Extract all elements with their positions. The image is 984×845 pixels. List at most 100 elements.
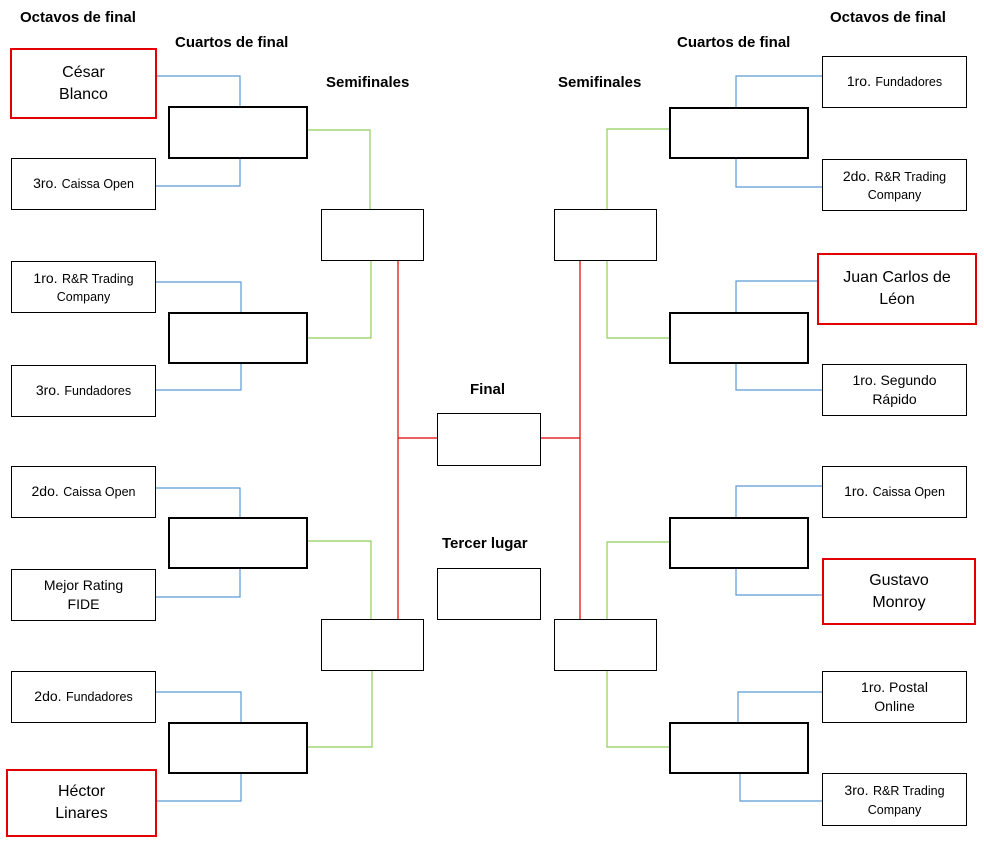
- octavos-right-3: Juan Carlos de Léon: [817, 253, 977, 325]
- cuartos-left-slot-1: [168, 106, 308, 159]
- tournament-name: Fundadores: [64, 384, 132, 399]
- tournament-name-line2: Company: [867, 188, 922, 203]
- player-name: Héctor: [57, 783, 106, 801]
- connector-r-qf1: [735, 75, 822, 107]
- connector-r-sf1: [606, 260, 670, 339]
- seed-prefix: 3ro.: [33, 175, 58, 192]
- cuartos-left-slot-2: [168, 312, 308, 364]
- octavos-left-2: 3ro. Caissa Open: [11, 158, 156, 210]
- connector-l-qf1: [156, 75, 241, 106]
- player-name-line2: Blanco: [59, 85, 108, 103]
- seed-prefix: 1ro.: [33, 269, 58, 286]
- connector-l-qf2: [156, 281, 242, 312]
- header-semis-left: Semifinales: [326, 74, 410, 91]
- octavos-connectors: [156, 75, 822, 802]
- seed-prefix: 3ro.: [844, 782, 869, 799]
- connector-l-qf3: [156, 487, 241, 517]
- cuartos-left-slot-4: [168, 722, 308, 774]
- header-tercer-lugar: Tercer lugar: [442, 535, 528, 552]
- player-name-line2: Léon: [879, 291, 915, 308]
- octavos-left-4: 3ro. Fundadores: [11, 365, 156, 417]
- entry-name: 1ro. Segundo: [852, 372, 937, 389]
- semis-right-slot-2: [554, 619, 657, 671]
- cuartos-right-slot-3: [669, 517, 809, 569]
- seed-prefix: 2do.: [34, 688, 62, 705]
- tournament-name: R&R Trading: [62, 271, 134, 286]
- octavos-right-7: 1ro. Postal Online: [822, 671, 967, 723]
- seed-prefix: 2do.: [31, 483, 59, 500]
- connector-r-qf3: [735, 568, 822, 596]
- connector-l-sf2: [307, 670, 373, 748]
- entry-name-line2: Rápido: [872, 391, 917, 407]
- octavos-right-6: Gustavo Monroy: [822, 558, 976, 625]
- player-name-line2: Linares: [55, 805, 108, 822]
- semis-left-slot-1: [321, 209, 424, 261]
- cuartos-left-slot-3: [168, 517, 308, 569]
- connector-l-sf1: [307, 260, 372, 339]
- connector-l-sf2: [307, 540, 372, 619]
- header-octavos-right: Octavos de final: [830, 9, 946, 26]
- octavos-left-5: 2do. Caissa Open: [11, 466, 156, 518]
- tournament-name-line2: Company: [56, 290, 111, 305]
- entry-name-line2: FIDE: [67, 596, 100, 612]
- connector-r-qf2: [735, 364, 822, 391]
- octavos-right-1: 1ro. Fundadores: [822, 56, 967, 108]
- header-cuartos-left: Cuartos de final: [175, 34, 289, 51]
- tournament-name: Fundadores: [875, 75, 943, 90]
- connector-r-qf4: [737, 691, 822, 722]
- entry-name-line2: Online: [874, 698, 915, 714]
- octavos-left-8: Héctor Linares: [6, 769, 157, 837]
- octavos-right-4: 1ro. Segundo Rápido: [822, 364, 967, 416]
- connector-l-qf2: [156, 363, 242, 391]
- player-name-line2: Monroy: [872, 593, 926, 611]
- connector-l-qf3: [156, 568, 241, 598]
- connector-r-sf1: [606, 128, 670, 209]
- octavos-right-5: 1ro. Caissa Open: [822, 466, 967, 518]
- connector-r-qf4: [739, 773, 822, 802]
- connector-r-sf2: [606, 670, 670, 748]
- semis-left-slot-2: [321, 619, 424, 671]
- header-cuartos-right: Cuartos de final: [677, 34, 791, 51]
- seed-prefix: 3ro.: [35, 382, 60, 399]
- player-name: Gustavo: [869, 571, 929, 589]
- octavos-left-7: 2do. Fundadores: [11, 671, 156, 723]
- connector-r-qf3: [735, 485, 822, 517]
- player-name: Juan Carlos de: [843, 269, 951, 287]
- tournament-name: R&R Trading: [873, 784, 945, 799]
- octavos-left-1: César Blanco: [10, 48, 157, 119]
- connector-r-qf1: [735, 158, 822, 188]
- cuartos-right-slot-4: [669, 722, 809, 774]
- tournament-name: Caissa Open: [61, 177, 134, 192]
- final-connectors: [397, 260, 581, 619]
- tournament-name: Caissa Open: [872, 485, 945, 500]
- cuartos-right-slot-1: [669, 107, 809, 159]
- header-semis-right: Semifinales: [558, 74, 642, 91]
- tournament-name: Fundadores: [65, 690, 133, 705]
- octavos-right-2: 2do. R&R Trading Company: [822, 159, 967, 211]
- tournament-name: R&R Trading: [874, 169, 947, 184]
- connector-l-qf1: [156, 158, 241, 187]
- player-name: César: [62, 63, 105, 81]
- octavos-left-3: 1ro. R&R Trading Company: [11, 261, 156, 313]
- entry-name: Mejor Rating: [43, 577, 124, 594]
- cuartos-right-slot-2: [669, 312, 809, 364]
- connector-l-sf1: [307, 129, 371, 209]
- cuartos-connectors: [307, 128, 670, 748]
- semis-right-slot-1: [554, 209, 657, 261]
- header-final: Final: [470, 381, 506, 398]
- tercer-lugar-slot: [437, 568, 541, 620]
- octavos-left-6: Mejor Rating FIDE: [11, 569, 156, 621]
- tournament-name: Caissa Open: [63, 485, 136, 500]
- header-octavos-left: Octavos de final: [20, 9, 136, 26]
- connector-r-sf2: [606, 541, 670, 619]
- seed-prefix: 1ro.: [844, 483, 869, 500]
- entry-name: 1ro. Postal: [861, 679, 928, 696]
- tournament-name-line2: Company: [867, 802, 922, 817]
- connector-l-qf4: [156, 773, 242, 802]
- connector-l-qf4: [156, 691, 242, 722]
- seed-prefix: 2do.: [842, 167, 871, 184]
- final-slot: [437, 413, 541, 466]
- seed-prefix: 1ro.: [846, 73, 871, 90]
